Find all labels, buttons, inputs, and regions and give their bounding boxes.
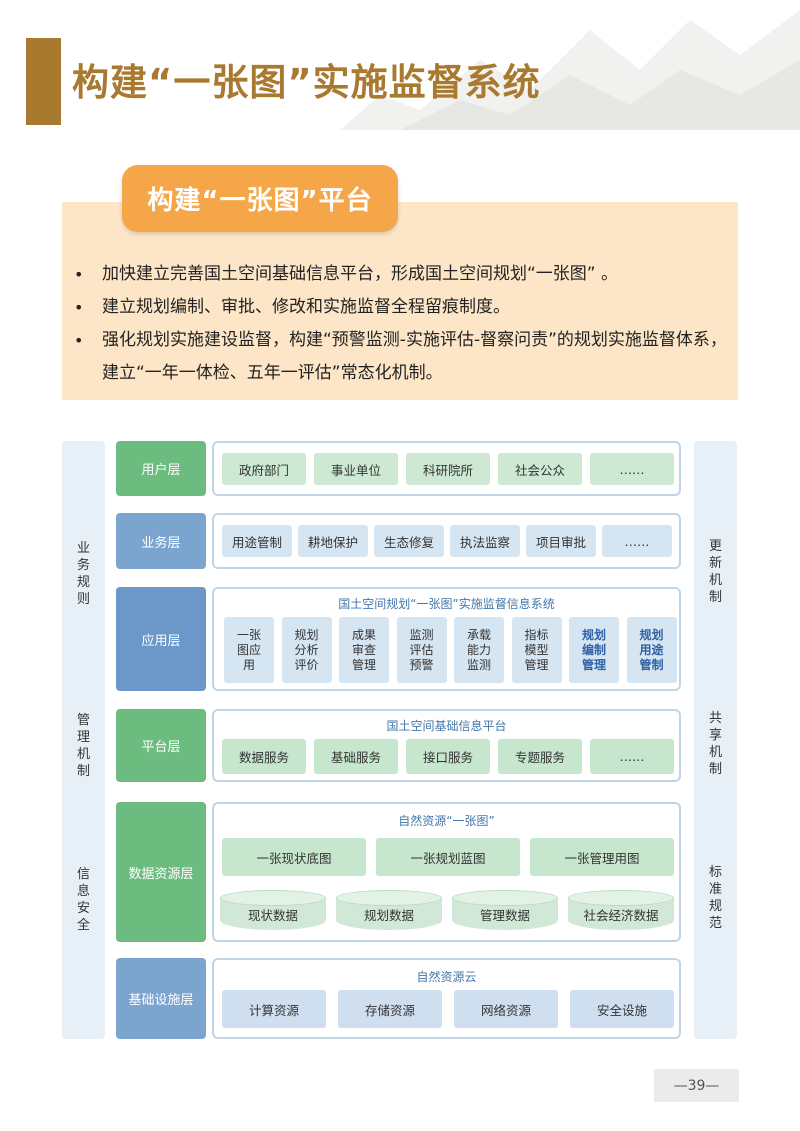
section-pill: 构建“一张图”平台 [122, 165, 398, 232]
platform-item: 数据服务 [222, 739, 306, 774]
application-layer-panel: 国土空间规划“一张图”实施监督信息系统 一张图应用规划分析评价成果审查管理监测评… [212, 587, 681, 691]
side-label-information-security: 信息安全 [76, 867, 90, 933]
platform-layer-panel: 国土空间基础信息平台 数据服务 基础服务 接口服务 专题服务 …… [212, 709, 681, 782]
platform-panel-title: 国土空间基础信息平台 [386, 719, 507, 733]
database-cylinder: 现状数据 [220, 890, 326, 930]
layer-label-platform: 平台层 [116, 709, 206, 782]
map-item: 一张管理用图 [530, 838, 674, 876]
application-panel-title: 国土空间规划“一张图”实施监督信息系统 [338, 597, 555, 611]
map-item: 一张现状底图 [222, 838, 366, 876]
data-panel-title: 自然资源“一张图” [398, 814, 495, 828]
infrastructure-layer-panel: 自然资源云 计算资源 存储资源 网络资源 安全设施 [212, 958, 681, 1039]
bullet-item: 强化规划实施建设监督，构建“预警监测-实施评估-督察问责”的规划实施监督体系，建… [66, 324, 736, 390]
database-cylinder: 规划数据 [336, 890, 442, 930]
user-item: 事业单位 [314, 453, 398, 485]
database-cylinder: 管理数据 [452, 890, 558, 930]
business-item: …… [602, 525, 672, 557]
platform-item: 专题服务 [498, 739, 582, 774]
platform-item: …… [590, 739, 674, 774]
bullet-list: 加快建立完善国土空间基础信息平台，形成国土空间规划“一张图” 。 建立规划编制、… [66, 258, 736, 390]
database-cylinder: 社会经济数据 [568, 890, 674, 930]
business-item: 项目审批 [526, 525, 596, 557]
application-item: 一张图应用 [224, 617, 274, 683]
layer-label-business: 业务层 [116, 513, 206, 569]
business-item: 执法监察 [450, 525, 520, 557]
infrastructure-item: 安全设施 [570, 990, 674, 1028]
application-item: 规划编制管理 [569, 617, 619, 683]
user-item: 科研院所 [406, 453, 490, 485]
bullet-item: 建立规划编制、审批、修改和实施监督全程留痕制度。 [66, 291, 736, 324]
title-accent-bar [26, 38, 61, 125]
data-layer-panel: 自然资源“一张图” 一张现状底图 一张规划蓝图 一张管理用图 现状数据 规划数据… [212, 802, 681, 942]
side-label-sharing-mechanism: 共享机制 [708, 711, 722, 777]
business-item: 用途管制 [222, 525, 292, 557]
application-item: 承载能力监测 [454, 617, 504, 683]
user-item: …… [590, 453, 674, 485]
side-label-standards: 标准规范 [708, 865, 722, 931]
layer-label-application: 应用层 [116, 587, 206, 691]
mountain-background-decoration [340, 10, 800, 130]
user-item: 政府部门 [222, 453, 306, 485]
page-title: 构建“一张图”实施监督系统 [72, 61, 541, 104]
layer-label-infrastructure: 基础设施层 [116, 958, 206, 1039]
application-item: 成果审查管理 [339, 617, 389, 683]
layer-label-user: 用户层 [116, 441, 206, 496]
business-item: 耕地保护 [298, 525, 368, 557]
layer-label-data-resources: 数据资源层 [116, 802, 206, 942]
application-item: 监测评估预警 [396, 617, 447, 683]
user-item: 社会公众 [498, 453, 582, 485]
platform-item: 接口服务 [406, 739, 490, 774]
platform-item: 基础服务 [314, 739, 398, 774]
infrastructure-panel-title: 自然资源云 [416, 970, 477, 984]
left-side-column: 业务规则 管理机制 信息安全 [62, 441, 105, 1039]
infrastructure-item: 存储资源 [338, 990, 442, 1028]
infrastructure-item: 网络资源 [454, 990, 558, 1028]
side-label-management-mechanism: 管理机制 [76, 713, 90, 779]
side-label-business-rules: 业务规则 [76, 541, 90, 607]
bullet-item: 加快建立完善国土空间基础信息平台，形成国土空间规划“一张图” 。 [66, 258, 736, 291]
business-layer-panel: 用途管制 耕地保护 生态修复 执法监察 项目审批 …… [212, 513, 681, 569]
application-item: 规划分析评价 [281, 617, 332, 683]
side-label-update-mechanism: 更新机制 [708, 539, 722, 605]
infrastructure-item: 计算资源 [222, 990, 326, 1028]
application-item: 指标模型管理 [511, 617, 562, 683]
right-side-column: 更新机制 共享机制 标准规范 [694, 441, 737, 1039]
application-item: 规划用途管制 [626, 617, 677, 683]
business-item: 生态修复 [374, 525, 444, 557]
user-layer-panel: 政府部门 事业单位 科研院所 社会公众 …… [212, 441, 681, 496]
map-item: 一张规划蓝图 [376, 838, 520, 876]
section-pill-label: 构建“一张图”平台 [147, 186, 373, 216]
page-number: —39— [654, 1069, 739, 1102]
